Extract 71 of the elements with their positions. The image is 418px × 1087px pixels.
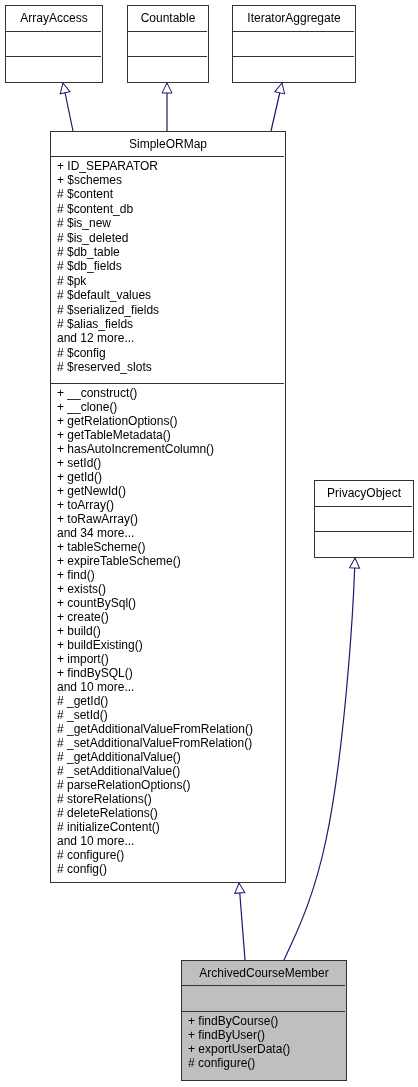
method-text: + buildExisting() — [56, 637, 143, 652]
method-text: # config() — [56, 861, 108, 876]
class-name: ArrayAccess — [19, 11, 89, 25]
attribute-text: + ID_SEPARATOR — [56, 158, 159, 173]
attribute-text: # $db_table — [56, 244, 120, 260]
inheritance-arrow — [270, 82, 286, 132]
method-text: + findByCourse() — [187, 1013, 279, 1028]
inheritance-arrow — [59, 82, 74, 132]
attribute-text: and 12 more... — [56, 331, 135, 346]
method-text: + __clone() — [56, 399, 118, 414]
inheritance-arrow — [161, 82, 173, 132]
method-text: and 10 more... — [56, 679, 135, 694]
attribute-text: # $default_values — [56, 288, 152, 303]
method-text: + findBySQL() — [56, 665, 133, 680]
method-text: and 10 more... — [56, 833, 135, 848]
attribute-text: + $schemes — [56, 172, 123, 188]
attribute-text: # $reserved_slots — [56, 360, 152, 375]
class-box — [127, 5, 209, 83]
method-text: + setId() — [56, 455, 102, 470]
method-text: + getNewId() — [56, 483, 127, 498]
method-text: + getRelationOptions() — [56, 413, 178, 428]
method-text: + countBySql() — [56, 595, 137, 610]
class-name: SimpleORMap — [128, 137, 208, 151]
method-text: + hasAutoIncrementColumn() — [56, 441, 215, 456]
method-text: + getId() — [56, 469, 103, 484]
method-text: # _setAdditionalValueFromRelation() — [56, 735, 253, 750]
method-text: # parseRelationOptions() — [56, 777, 191, 792]
attribute-text: # $content_db — [56, 201, 134, 217]
method-text: + exists() — [56, 581, 106, 596]
class-name: PrivacyObject — [326, 486, 402, 500]
attribute-text: # $alias_fields — [56, 316, 134, 332]
method-text: # configure() — [187, 1055, 256, 1070]
method-text: + __construct() — [56, 385, 138, 400]
method-text: + tableScheme() — [56, 539, 146, 554]
attribute-text: # $pk — [56, 273, 87, 289]
method-text: # _getId() — [56, 693, 109, 708]
method-text: # _setId() — [56, 707, 108, 722]
attribute-text: # $serialized_fields — [56, 302, 160, 317]
method-text: + toArray() — [56, 497, 114, 512]
method-text: + import() — [56, 651, 109, 666]
class-box — [314, 480, 414, 558]
attribute-text: # $config — [56, 345, 106, 361]
method-text: # storeRelations() — [56, 791, 152, 806]
class-box — [232, 5, 356, 83]
method-text: and 34 more... — [56, 525, 135, 540]
method-text: # _setAdditionalValue() — [56, 763, 181, 778]
method-text: # deleteRelations() — [56, 805, 158, 820]
method-text: + exportUserData() — [187, 1041, 291, 1056]
class-box — [50, 131, 286, 883]
inheritance-arrow — [283, 557, 361, 961]
method-text: # configure() — [56, 847, 125, 862]
attribute-text: # $is_new — [56, 216, 112, 231]
attribute-text: # $db_fields — [56, 259, 122, 274]
method-text: + toRawArray() — [56, 511, 139, 526]
class-name: ArchivedCourseMember — [198, 966, 330, 980]
class-box — [181, 960, 347, 1081]
method-text: + create() — [56, 609, 109, 624]
method-text: + find() — [56, 567, 95, 582]
class-name: IteratorAggregate — [246, 11, 342, 25]
method-text: + getTableMetadata() — [56, 427, 171, 442]
class-name: Countable — [139, 11, 197, 25]
method-text: + expireTableScheme() — [56, 553, 181, 568]
method-text: # _getAdditionalValueFromRelation() — [56, 721, 253, 736]
attribute-text: # $is_deleted — [56, 230, 129, 245]
method-text: + build() — [56, 623, 101, 638]
attribute-text: # $content — [56, 187, 114, 202]
method-text: # _getAdditionalValue() — [56, 749, 181, 764]
method-text: + findByUser() — [187, 1027, 266, 1042]
class-box — [5, 5, 103, 83]
inheritance-arrow — [234, 882, 246, 961]
method-text: # initializeContent() — [56, 819, 160, 834]
